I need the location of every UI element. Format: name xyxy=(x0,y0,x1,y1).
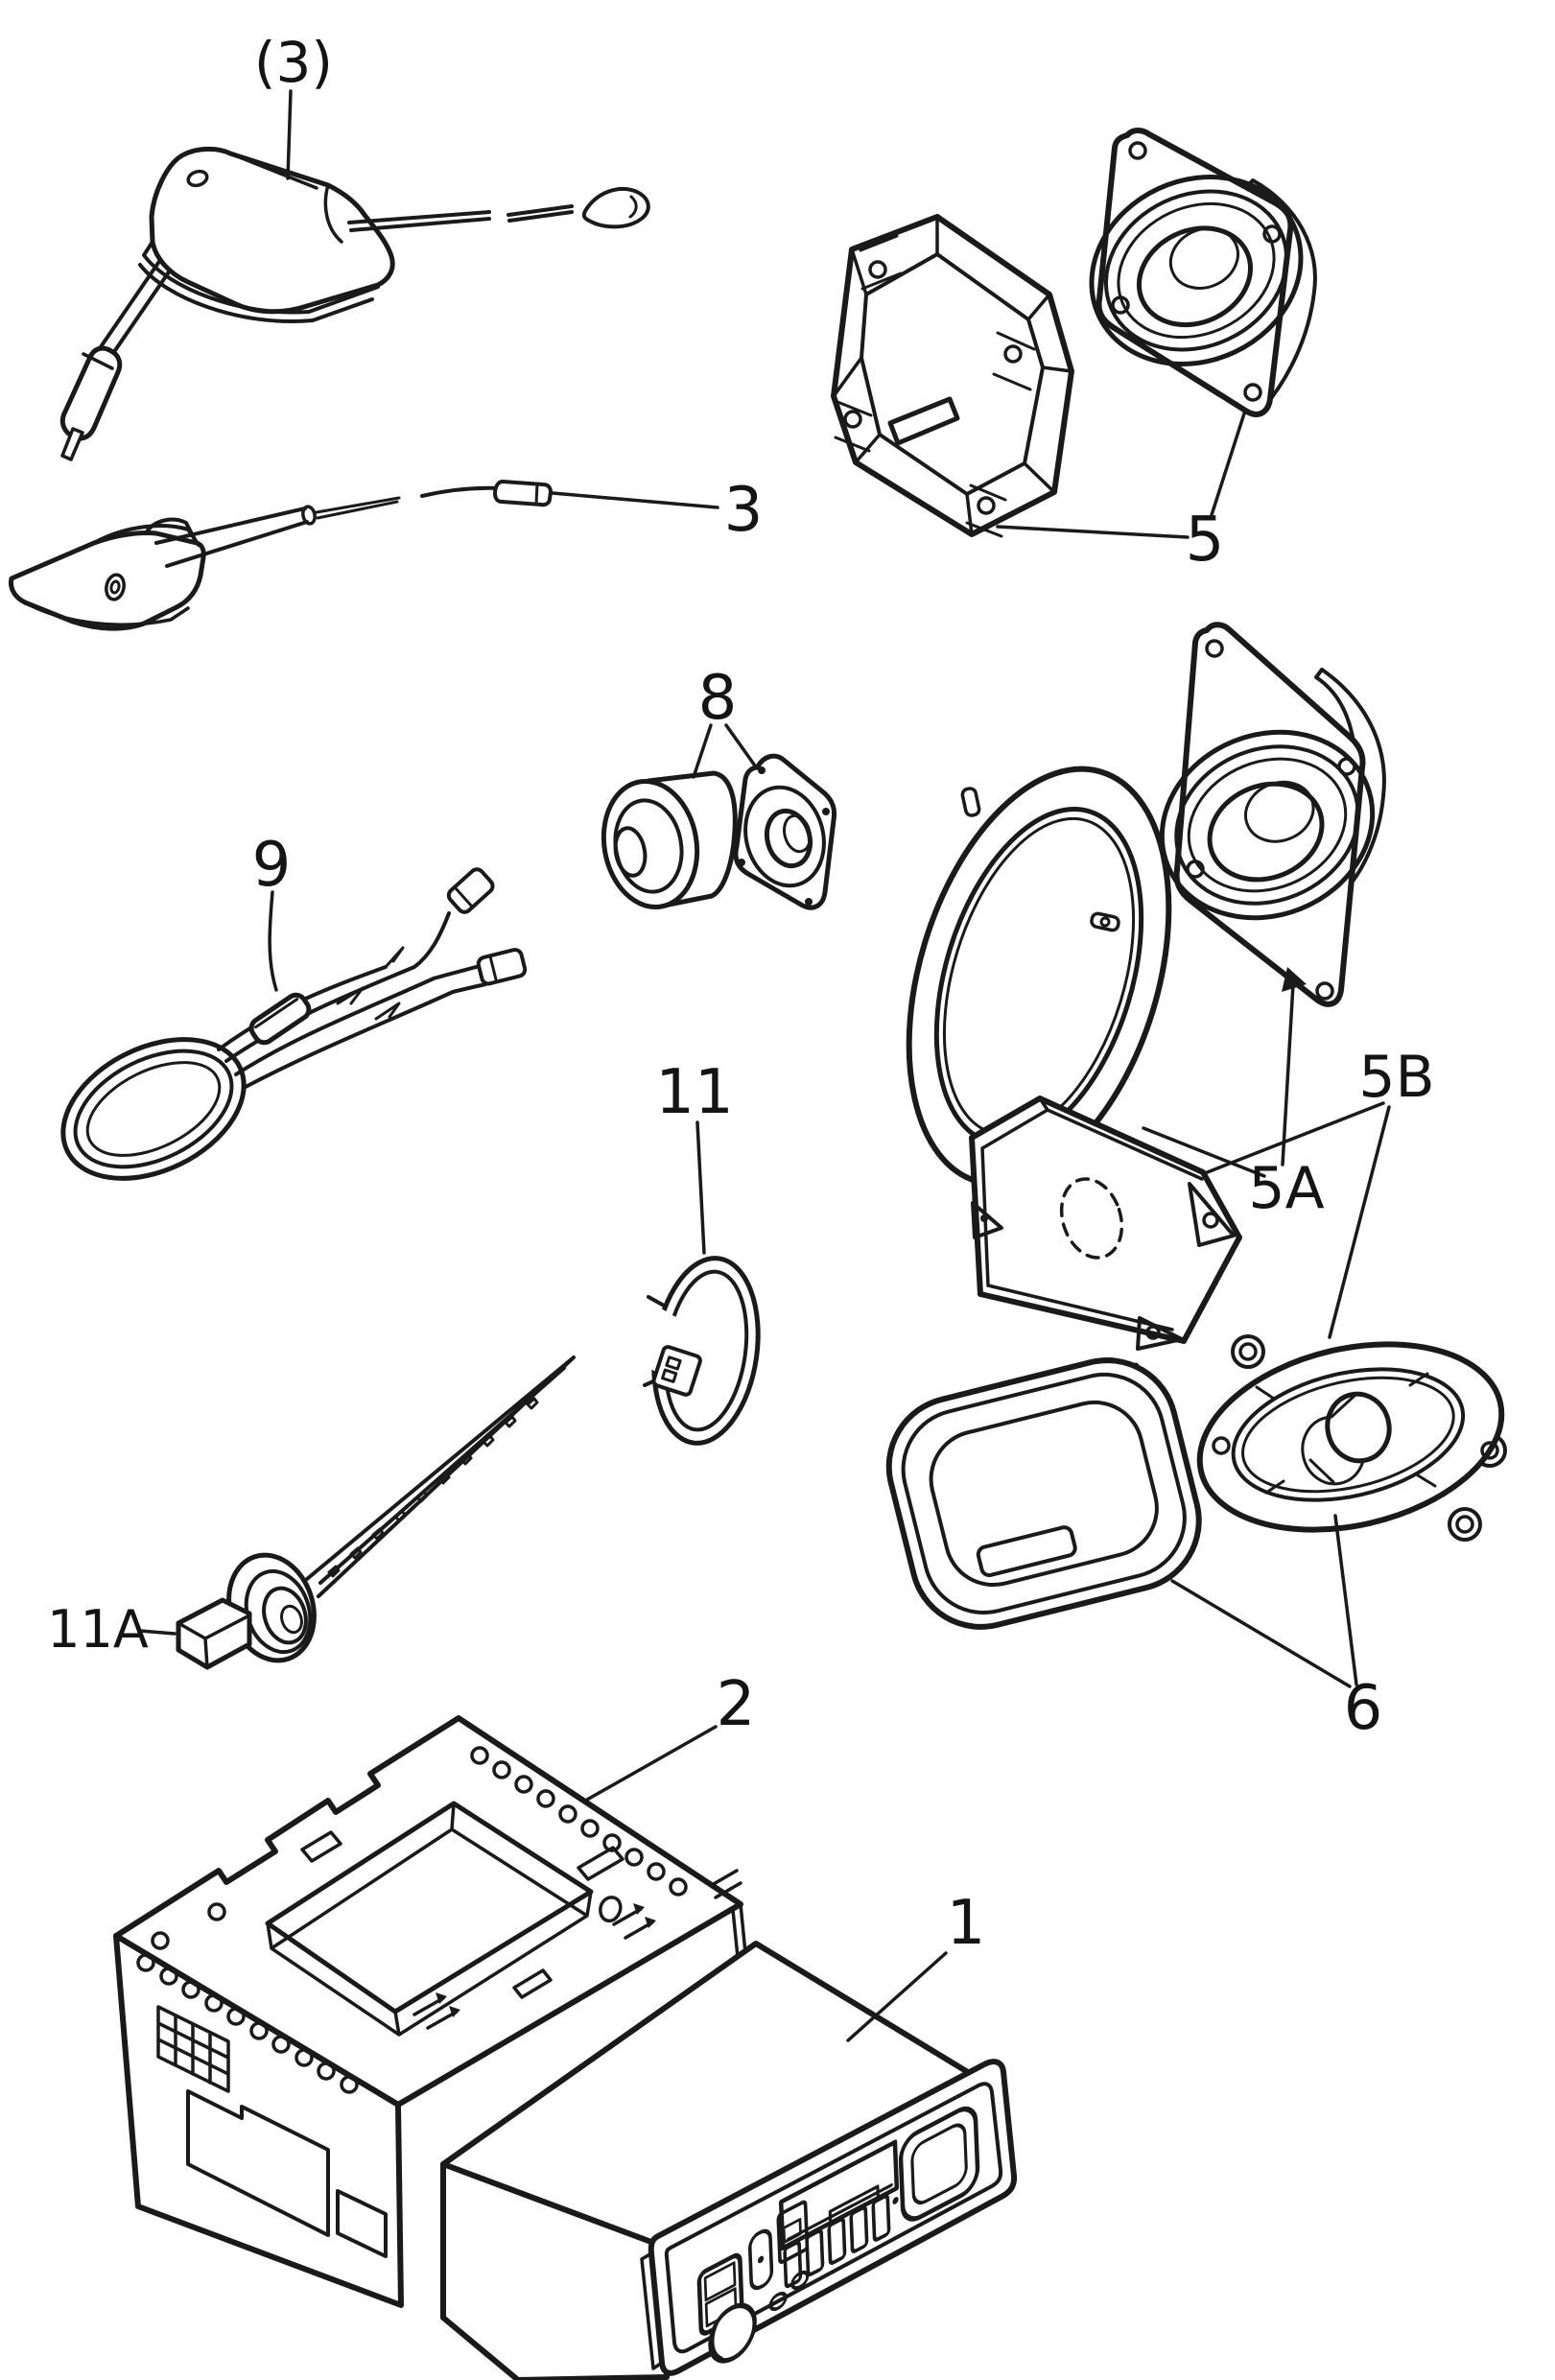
oval-grille xyxy=(885,1357,1202,1630)
speaker-flange xyxy=(1173,622,1366,1007)
cable-tie xyxy=(176,1355,576,1670)
harness-connector xyxy=(446,867,495,914)
cable-hole xyxy=(186,169,209,188)
side-cutout xyxy=(186,2089,330,2237)
arrowhead xyxy=(1282,967,1307,992)
radio-unit xyxy=(440,1941,1018,2380)
screw-holes xyxy=(843,260,1023,515)
tie-teeth xyxy=(327,1397,539,1578)
speaker-cutout-mark xyxy=(1059,1177,1124,1260)
grille-slot xyxy=(976,1525,1077,1578)
vent-holes xyxy=(136,1953,359,2094)
band-clamp xyxy=(625,1256,761,1446)
radio-panel xyxy=(696,2106,980,2364)
oval-speaker xyxy=(1196,1334,1507,1542)
ring-slot xyxy=(960,787,981,817)
speaker-cone xyxy=(1207,781,1325,883)
tape-wrap xyxy=(248,992,312,1046)
spring-grid xyxy=(156,2005,230,2093)
clamp-buckle xyxy=(651,1345,702,1397)
eject-button xyxy=(776,2200,810,2264)
front-speaker xyxy=(1089,128,1317,417)
label-roof-antenna: (3) xyxy=(254,30,333,95)
door-speaker xyxy=(1159,622,1386,1007)
speaker-magnet xyxy=(1325,1391,1392,1464)
octagon-grille xyxy=(831,214,1074,538)
label-harness: 9 xyxy=(252,830,292,901)
bend-tabs xyxy=(412,1869,742,2030)
grille-slot xyxy=(887,396,960,446)
roof-antenna xyxy=(59,146,650,461)
tweeter-speaker xyxy=(733,753,837,910)
tweeter-pod xyxy=(601,770,738,910)
mast-tip xyxy=(581,186,650,229)
mast-antenna xyxy=(9,480,553,631)
callout-labels: (3) 3 5 5A 5B 6 8 9 11 11A 2 1 xyxy=(47,30,1435,1959)
label-mast-antenna: 3 xyxy=(724,475,764,546)
label-tweeter: 8 xyxy=(698,663,738,734)
screw-holes xyxy=(1212,1342,1499,1534)
preset-button xyxy=(827,2217,847,2265)
preset-button xyxy=(849,2205,869,2253)
label-door-speaker: 5A xyxy=(1248,1155,1324,1222)
radio-side xyxy=(440,2161,670,2380)
display-window xyxy=(898,2106,980,2222)
band-button xyxy=(747,2228,774,2291)
volume-knob xyxy=(708,2302,757,2364)
small-button xyxy=(768,2291,788,2312)
antenna-plug xyxy=(59,345,123,441)
side-cutout xyxy=(336,2189,388,2258)
speaker-cone xyxy=(1136,225,1254,328)
mounting-sleeve xyxy=(113,1715,749,2308)
preset-button xyxy=(805,2228,825,2277)
speaker-enclosure xyxy=(969,1096,1242,1370)
label-radio: 1 xyxy=(947,1888,986,1959)
speaker-flange xyxy=(1096,128,1294,417)
harness-connector xyxy=(476,948,528,986)
label-rear-speaker-box: 5B xyxy=(1358,1044,1434,1111)
label-sleeve: 2 xyxy=(717,1669,756,1740)
vent-holes xyxy=(151,1746,688,1950)
label-oval-speaker: 6 xyxy=(1344,1673,1383,1744)
wiring-harness xyxy=(60,867,528,1181)
label-clamp: 11 xyxy=(655,1057,733,1128)
label-cable-tie: 11A xyxy=(47,1599,149,1660)
mast-connector xyxy=(493,480,553,507)
ring-slot xyxy=(1090,911,1120,932)
leader-lines xyxy=(138,89,1391,2042)
preset-button xyxy=(871,2194,891,2242)
label-front-speaker: 5 xyxy=(1186,505,1225,576)
screw-holes xyxy=(1111,141,1282,402)
grille-outline xyxy=(885,1357,1202,1630)
enclosure-outline xyxy=(969,1096,1242,1344)
small-button xyxy=(790,2270,810,2291)
